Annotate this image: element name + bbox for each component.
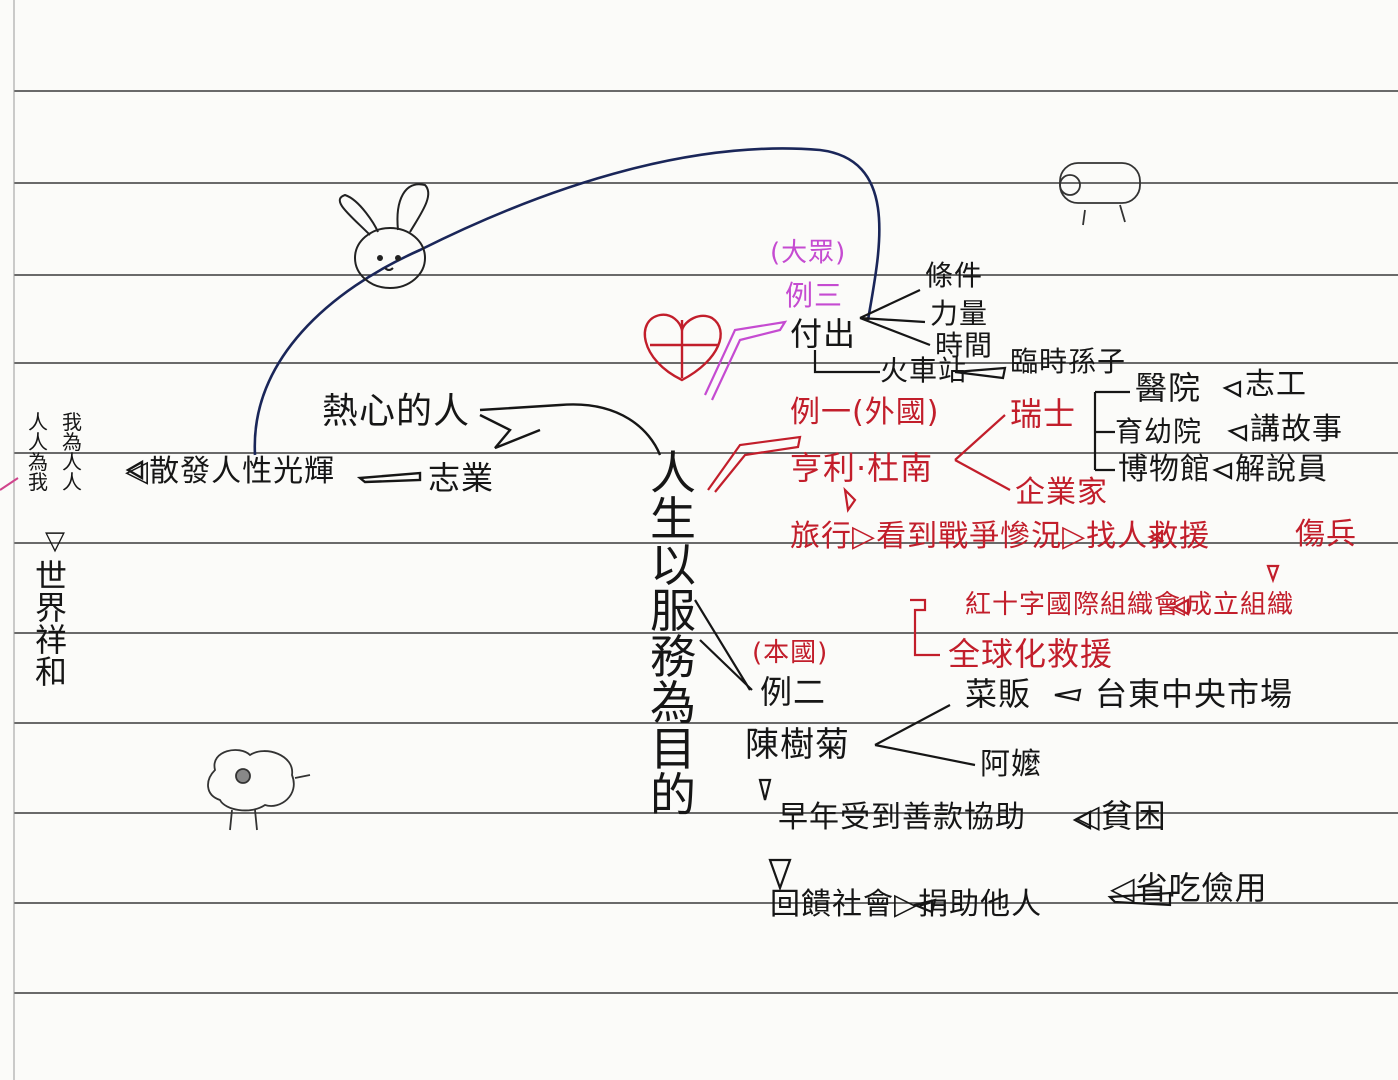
center-title-char: 為 xyxy=(650,676,696,730)
center-title-char: 服 xyxy=(650,584,696,638)
center-title-char: 務 xyxy=(650,630,696,684)
motto-char: 為 xyxy=(28,450,48,474)
result-vertical: 世界祥和 xyxy=(35,560,67,688)
motto-char: 人 xyxy=(62,470,82,494)
repay-text: 回饋社會▷捐助他人 xyxy=(770,887,1043,922)
motto-char: 人 xyxy=(28,430,48,454)
help-text: 早年受到善款協助 xyxy=(778,800,1026,835)
ruled-lines xyxy=(14,90,1398,994)
motto-line-1: 我為人人 xyxy=(62,412,82,492)
poor-text: ◁貧困 xyxy=(1075,797,1167,835)
ex2-tag: (本國) xyxy=(752,638,829,668)
wounded-text: 傷兵 xyxy=(1295,517,1357,552)
motto-char: 我 xyxy=(62,410,82,434)
ex3-label: 例三 xyxy=(785,279,844,312)
country-text: 瑞士 xyxy=(1010,395,1077,433)
bunny-doodle xyxy=(338,183,430,289)
give-text: 付出 xyxy=(790,315,857,353)
role-2: 講故事 xyxy=(1250,412,1343,447)
heart-doodle xyxy=(643,313,722,382)
scroll-doodle xyxy=(1059,162,1141,226)
sheep-doodle xyxy=(207,749,311,831)
vendor-text: 菜販 xyxy=(965,675,1032,713)
role-3: 解說員 xyxy=(1235,452,1328,487)
motto-char: 人 xyxy=(62,450,82,474)
place-2: 育幼院 xyxy=(1115,415,1203,448)
purple-connector xyxy=(704,320,788,401)
motto-char: 為 xyxy=(62,430,82,454)
enthusiast-text: 熱心的人 xyxy=(322,391,471,432)
margin-pink-mark xyxy=(0,477,19,491)
motto-line-2: 人人為我 xyxy=(28,412,48,492)
ex3-item-2: 力量 xyxy=(930,297,989,330)
market-text: 台東中央市場 xyxy=(1095,675,1294,713)
result-char: 和 xyxy=(35,653,68,691)
found-text: ◁成立組織 xyxy=(1165,590,1294,620)
result-char: 祥 xyxy=(35,621,68,659)
ex1-label: 例一(外國) xyxy=(790,395,940,430)
ex1-connectors xyxy=(707,414,1280,657)
place-1: 醫院 xyxy=(1135,369,1202,407)
result-char: 世 xyxy=(35,557,68,595)
job-text: 企業家 xyxy=(1015,475,1108,510)
aunt-text: 阿嬤 xyxy=(980,747,1042,782)
ex3-tag: (大眾) xyxy=(770,238,847,268)
ex3-connectors xyxy=(813,289,1248,480)
ex2-connectors xyxy=(694,599,1172,914)
ex3-item-3: 時間 xyxy=(935,329,994,362)
center-title-char: 的 xyxy=(650,768,696,822)
center-title-char: 以 xyxy=(650,538,696,592)
center-title-char: 目 xyxy=(650,722,696,776)
result-char: 界 xyxy=(35,589,68,627)
global-rescue-text: 全球化救援 xyxy=(948,635,1114,673)
ex2-label: 例二 xyxy=(760,673,827,711)
center-title: 人生以服務為目的 xyxy=(650,450,696,818)
red-cross-text: 紅十字國際組織會 xyxy=(965,590,1182,620)
station-text: 火車站 xyxy=(880,354,968,387)
glow-text: ◁散發人性光輝 xyxy=(125,454,336,489)
frugal-text: ◁省吃儉用 xyxy=(1110,869,1268,907)
down-arrow: ▽ xyxy=(45,526,66,556)
place-3: 博物館 xyxy=(1118,452,1211,487)
center-title-char: 生 xyxy=(650,492,696,546)
chen-name: 陳樹菊 xyxy=(745,725,850,765)
role-1: 志工 xyxy=(1245,367,1307,402)
career-text: 志業 xyxy=(428,459,495,497)
motto-char: 人 xyxy=(28,410,48,434)
ex3-item-1: 條件 xyxy=(925,259,984,292)
chain-text: 旅行▷看到戰爭慘況▷找人救援 xyxy=(790,519,1211,554)
motto-char: 我 xyxy=(28,470,48,494)
arc-arrow xyxy=(253,147,881,456)
temp-grandchild-text: 臨時孫子 xyxy=(1010,345,1127,378)
left-connectors xyxy=(125,403,662,484)
dunant-name: 亨利·杜南 xyxy=(790,449,934,487)
center-title-char: 人 xyxy=(650,446,696,500)
